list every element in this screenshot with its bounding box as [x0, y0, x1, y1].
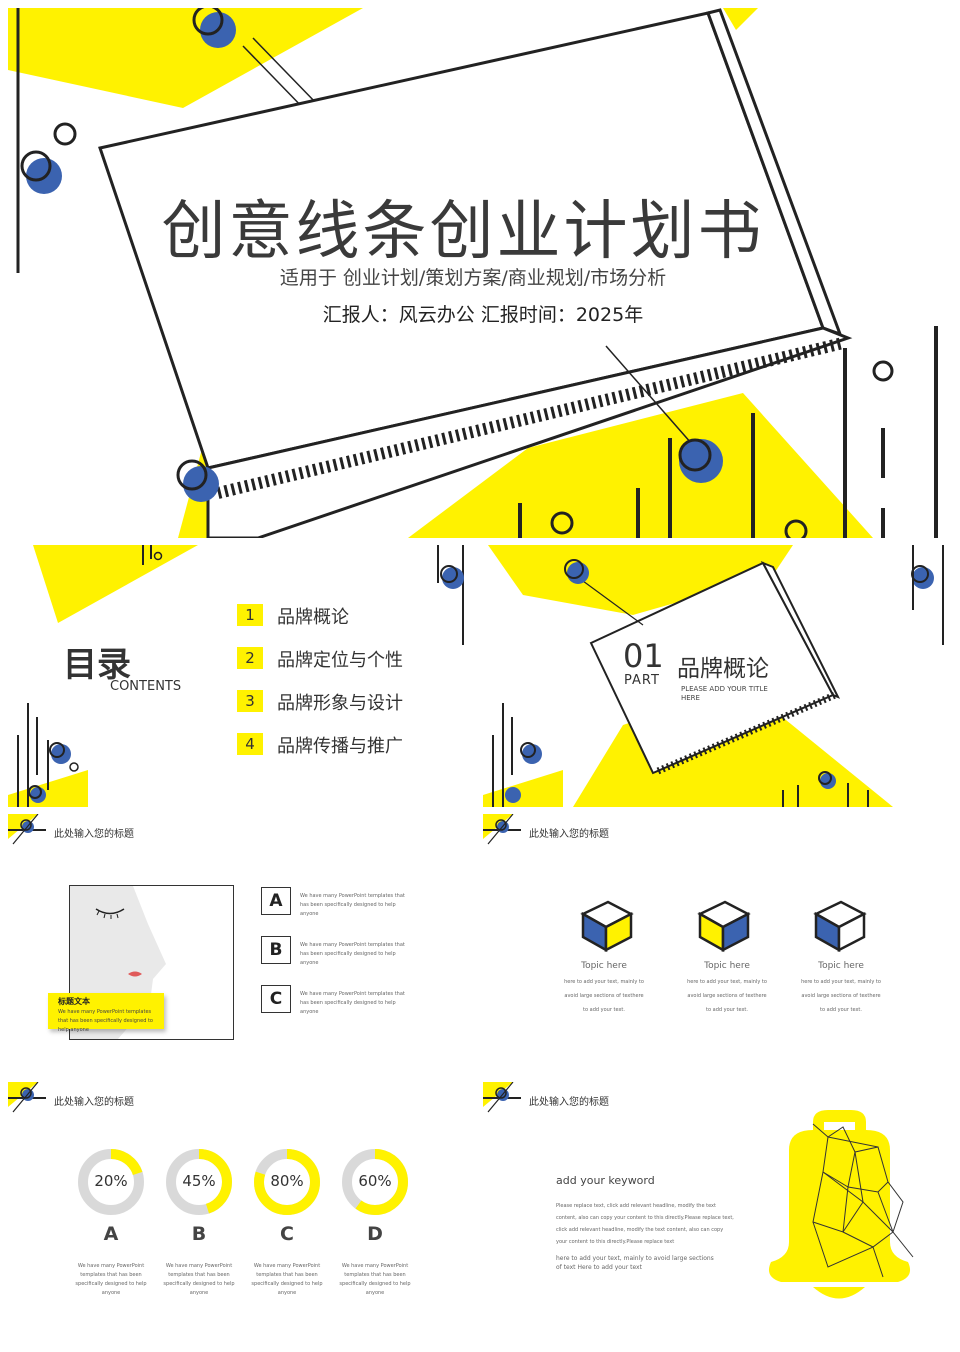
caption-text: We have many PowerPoint templates that h… [58, 1009, 153, 1033]
toc-heading: 目录 [63, 645, 131, 685]
part-decoration [483, 545, 944, 807]
donut-d-progress [342, 1149, 408, 1215]
donut-slide-title: 此处输入您的标题 [54, 1097, 134, 1108]
donut-d-text: We have many PowerPoint templates that h… [339, 1263, 411, 1296]
donut-b-progress [166, 1149, 232, 1215]
donut-d-percent: 60% [358, 1172, 392, 1190]
part-title: 品牌概论 [677, 656, 769, 682]
keyword-paragraph-2: here to add your text, mainly to avoid l… [556, 1255, 714, 1271]
cube-1-line1: here to add your text, mainly to [564, 979, 644, 985]
part-subtitle-line2: HERE [681, 694, 700, 702]
cube-slide: 此处输入您的标题 Topic here here to add your tex… [483, 814, 951, 1076]
cover-slide: 创意线条创业计划书 适用于 创业计划/策划方案/商业规划/市场分析 汇报人：风云… [8, 8, 952, 538]
donut-slide: 此处输入您的标题 20% 45% 80% 60% A B C D We have… [8, 1082, 476, 1344]
toc-item-1-number: 1 [237, 604, 263, 626]
cover-title: 创意线条创业计划书 [161, 195, 765, 269]
part-subtitle-line1: PLEASE ADD YOUR TITLE [681, 685, 768, 693]
donut-c-text: We have many PowerPoint templates that h… [251, 1263, 323, 1296]
part-label: PART [624, 673, 660, 688]
donut-charts [78, 1149, 408, 1215]
toc-slide: 目录 CONTENTS 1 品牌概论 2 品牌定位与个性 3 品牌形象与设计 4… [8, 545, 476, 807]
cube-slide-title: 此处输入您的标题 [529, 829, 609, 840]
toc-item-4-label[interactable]: 品牌传播与推广 [277, 736, 403, 757]
donut-b-label: B [191, 1223, 207, 1245]
abc-header-logo [8, 814, 46, 845]
toc-decoration [8, 545, 464, 807]
abc-slide-title: 此处输入您的标题 [54, 829, 134, 840]
cube-1-line2: avoid large sections of texthere [564, 993, 644, 999]
bell-icon [768, 1110, 914, 1299]
donut-c-percent: 80% [270, 1172, 304, 1190]
donut-a-percent: 20% [94, 1172, 128, 1190]
cube-3-title: Topic here [818, 961, 864, 971]
part-number: 01 [623, 637, 664, 675]
item-c-letter: C [261, 985, 291, 1013]
abc-slide: 此处输入您的标题 标题文本 We have many PowerPoint te… [8, 814, 476, 1076]
cover-reporter-line: 汇报人：风云办公 汇报时间：2025年 [322, 304, 644, 326]
donut-a-text: We have many PowerPoint templates that h… [75, 1263, 147, 1296]
cube-3-line2: avoid large sections of texthere [801, 993, 881, 999]
item-c-text: We have many PowerPoint templates that h… [300, 991, 405, 1015]
cover-subtitle: 适用于 创业计划/策划方案/商业规划/市场分析 [279, 267, 667, 289]
cube-3-line1: here to add your text, mainly to [801, 979, 881, 985]
item-b-text: We have many PowerPoint templates that h… [300, 942, 405, 966]
keyword-slide-title: 此处输入您的标题 [529, 1097, 609, 1108]
toc-item-1-label[interactable]: 品牌概论 [277, 607, 349, 628]
donut-a-progress [78, 1149, 144, 1215]
cube-icons [580, 900, 867, 953]
cube-3-icon [813, 900, 867, 953]
item-a-letter: A [261, 887, 291, 915]
donut-a-label: A [103, 1223, 119, 1245]
cube-2-line1: here to add your text, mainly to [687, 979, 767, 985]
toc-heading-en: CONTENTS [110, 679, 182, 694]
cube-2-line3: to add your text. [706, 1007, 748, 1013]
cube-header-logo [483, 814, 521, 845]
keyword-slide: 此处输入您的标题 add your keyword Please replace… [483, 1082, 951, 1344]
donut-b-text: We have many PowerPoint templates that h… [163, 1263, 235, 1296]
keyword-title: add your keyword [556, 1174, 655, 1187]
toc-item-3-label[interactable]: 品牌形象与设计 [277, 693, 403, 714]
cube-1-icon [580, 900, 634, 953]
donut-d-label: D [367, 1223, 383, 1245]
cube-3-line3: to add your text. [820, 1007, 862, 1013]
toc-item-4-number: 4 [237, 733, 263, 755]
keyword-header-logo [483, 1082, 521, 1113]
donut-header-logo [8, 1082, 46, 1113]
donut-b-percent: 45% [182, 1172, 216, 1190]
toc-item-3-number: 3 [237, 690, 263, 712]
cube-1-line3: to add your text. [583, 1007, 625, 1013]
donut-c-label: C [280, 1223, 294, 1245]
cube-2-line2: avoid large sections of texthere [687, 993, 767, 999]
donut-c-progress [254, 1149, 320, 1215]
item-b-letter: B [261, 936, 291, 964]
cover-decoration [8, 8, 938, 538]
cube-2-title: Topic here [704, 961, 750, 971]
keyword-paragraph-1: Please replace text, click add relevant … [556, 1203, 734, 1245]
cube-1-title: Topic here [581, 961, 627, 971]
toc-item-2-number: 2 [237, 647, 263, 669]
caption-box [48, 993, 164, 1029]
toc-item-2-label[interactable]: 品牌定位与个性 [277, 650, 403, 671]
part-slide: 01 PART 品牌概论 PLEASE ADD YOUR TITLE HERE [483, 545, 951, 807]
caption-title: 标题文本 [58, 997, 90, 1006]
item-a-text: We have many PowerPoint templates that h… [300, 893, 405, 917]
cube-2-icon [697, 900, 751, 953]
